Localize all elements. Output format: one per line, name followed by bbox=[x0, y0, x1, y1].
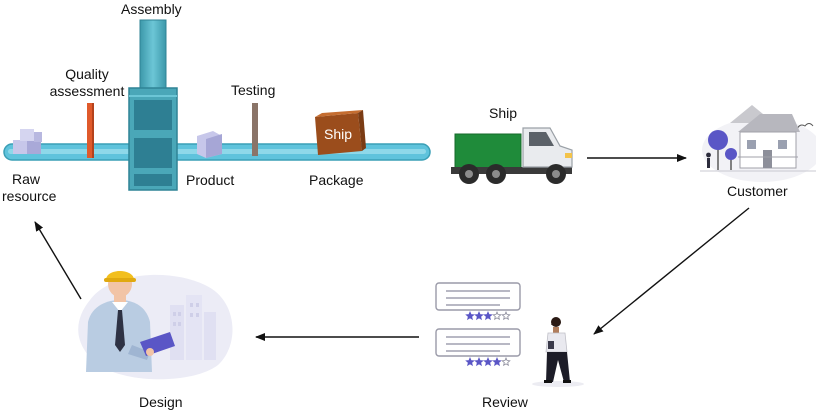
star-filled-icon bbox=[483, 356, 493, 367]
raw-resource-cubes-icon bbox=[13, 129, 42, 154]
package-box-icon: Ship bbox=[315, 110, 366, 155]
star-filled-icon bbox=[465, 356, 475, 367]
star-empty-icon bbox=[492, 310, 502, 321]
star-filled-icon bbox=[474, 356, 484, 367]
review-2-stars bbox=[465, 356, 511, 367]
testing-label: Testing bbox=[231, 82, 276, 98]
product-label: Product bbox=[186, 172, 235, 188]
star-filled-icon bbox=[483, 310, 493, 321]
review-card-1 bbox=[435, 282, 521, 321]
review-card-2 bbox=[435, 328, 521, 367]
flow-arrows bbox=[34, 154, 750, 341]
review-1-stars bbox=[465, 310, 511, 321]
product-cube-icon bbox=[197, 131, 222, 158]
design-engineer-icon bbox=[78, 271, 233, 380]
ship-label: Ship bbox=[489, 105, 518, 121]
assembly-tower-icon bbox=[128, 19, 178, 191]
package-label: Package bbox=[309, 172, 364, 188]
package-box-text: Ship bbox=[324, 126, 352, 142]
truck-icon bbox=[451, 127, 573, 184]
reviewer-person-icon bbox=[532, 317, 584, 387]
star-filled-icon bbox=[474, 310, 484, 321]
review-label: Review bbox=[482, 394, 528, 410]
star-empty-icon bbox=[501, 356, 511, 367]
raw-label-line2: resource bbox=[2, 188, 57, 204]
quality-label-line1: Quality bbox=[65, 66, 109, 82]
quality-assessment-label: Quality assessment bbox=[47, 66, 127, 100]
arrow-customer-to-review bbox=[593, 207, 750, 335]
quality-assessment-bar-icon bbox=[87, 103, 94, 158]
arrow-design-to-raw-resource bbox=[34, 221, 82, 300]
raw-label-line1: Raw bbox=[12, 171, 41, 187]
raw-resource-label: Raw resource bbox=[2, 171, 56, 205]
testing-bar-icon bbox=[252, 103, 258, 156]
customer-house-icon bbox=[700, 105, 816, 182]
customer-label: Customer bbox=[727, 183, 788, 199]
star-filled-icon bbox=[465, 310, 475, 321]
quality-label-line2: assessment bbox=[49, 83, 125, 99]
star-empty-icon bbox=[501, 310, 511, 321]
star-filled-icon bbox=[492, 356, 502, 367]
design-label: Design bbox=[139, 394, 183, 410]
assembly-label: Assembly bbox=[121, 1, 182, 17]
